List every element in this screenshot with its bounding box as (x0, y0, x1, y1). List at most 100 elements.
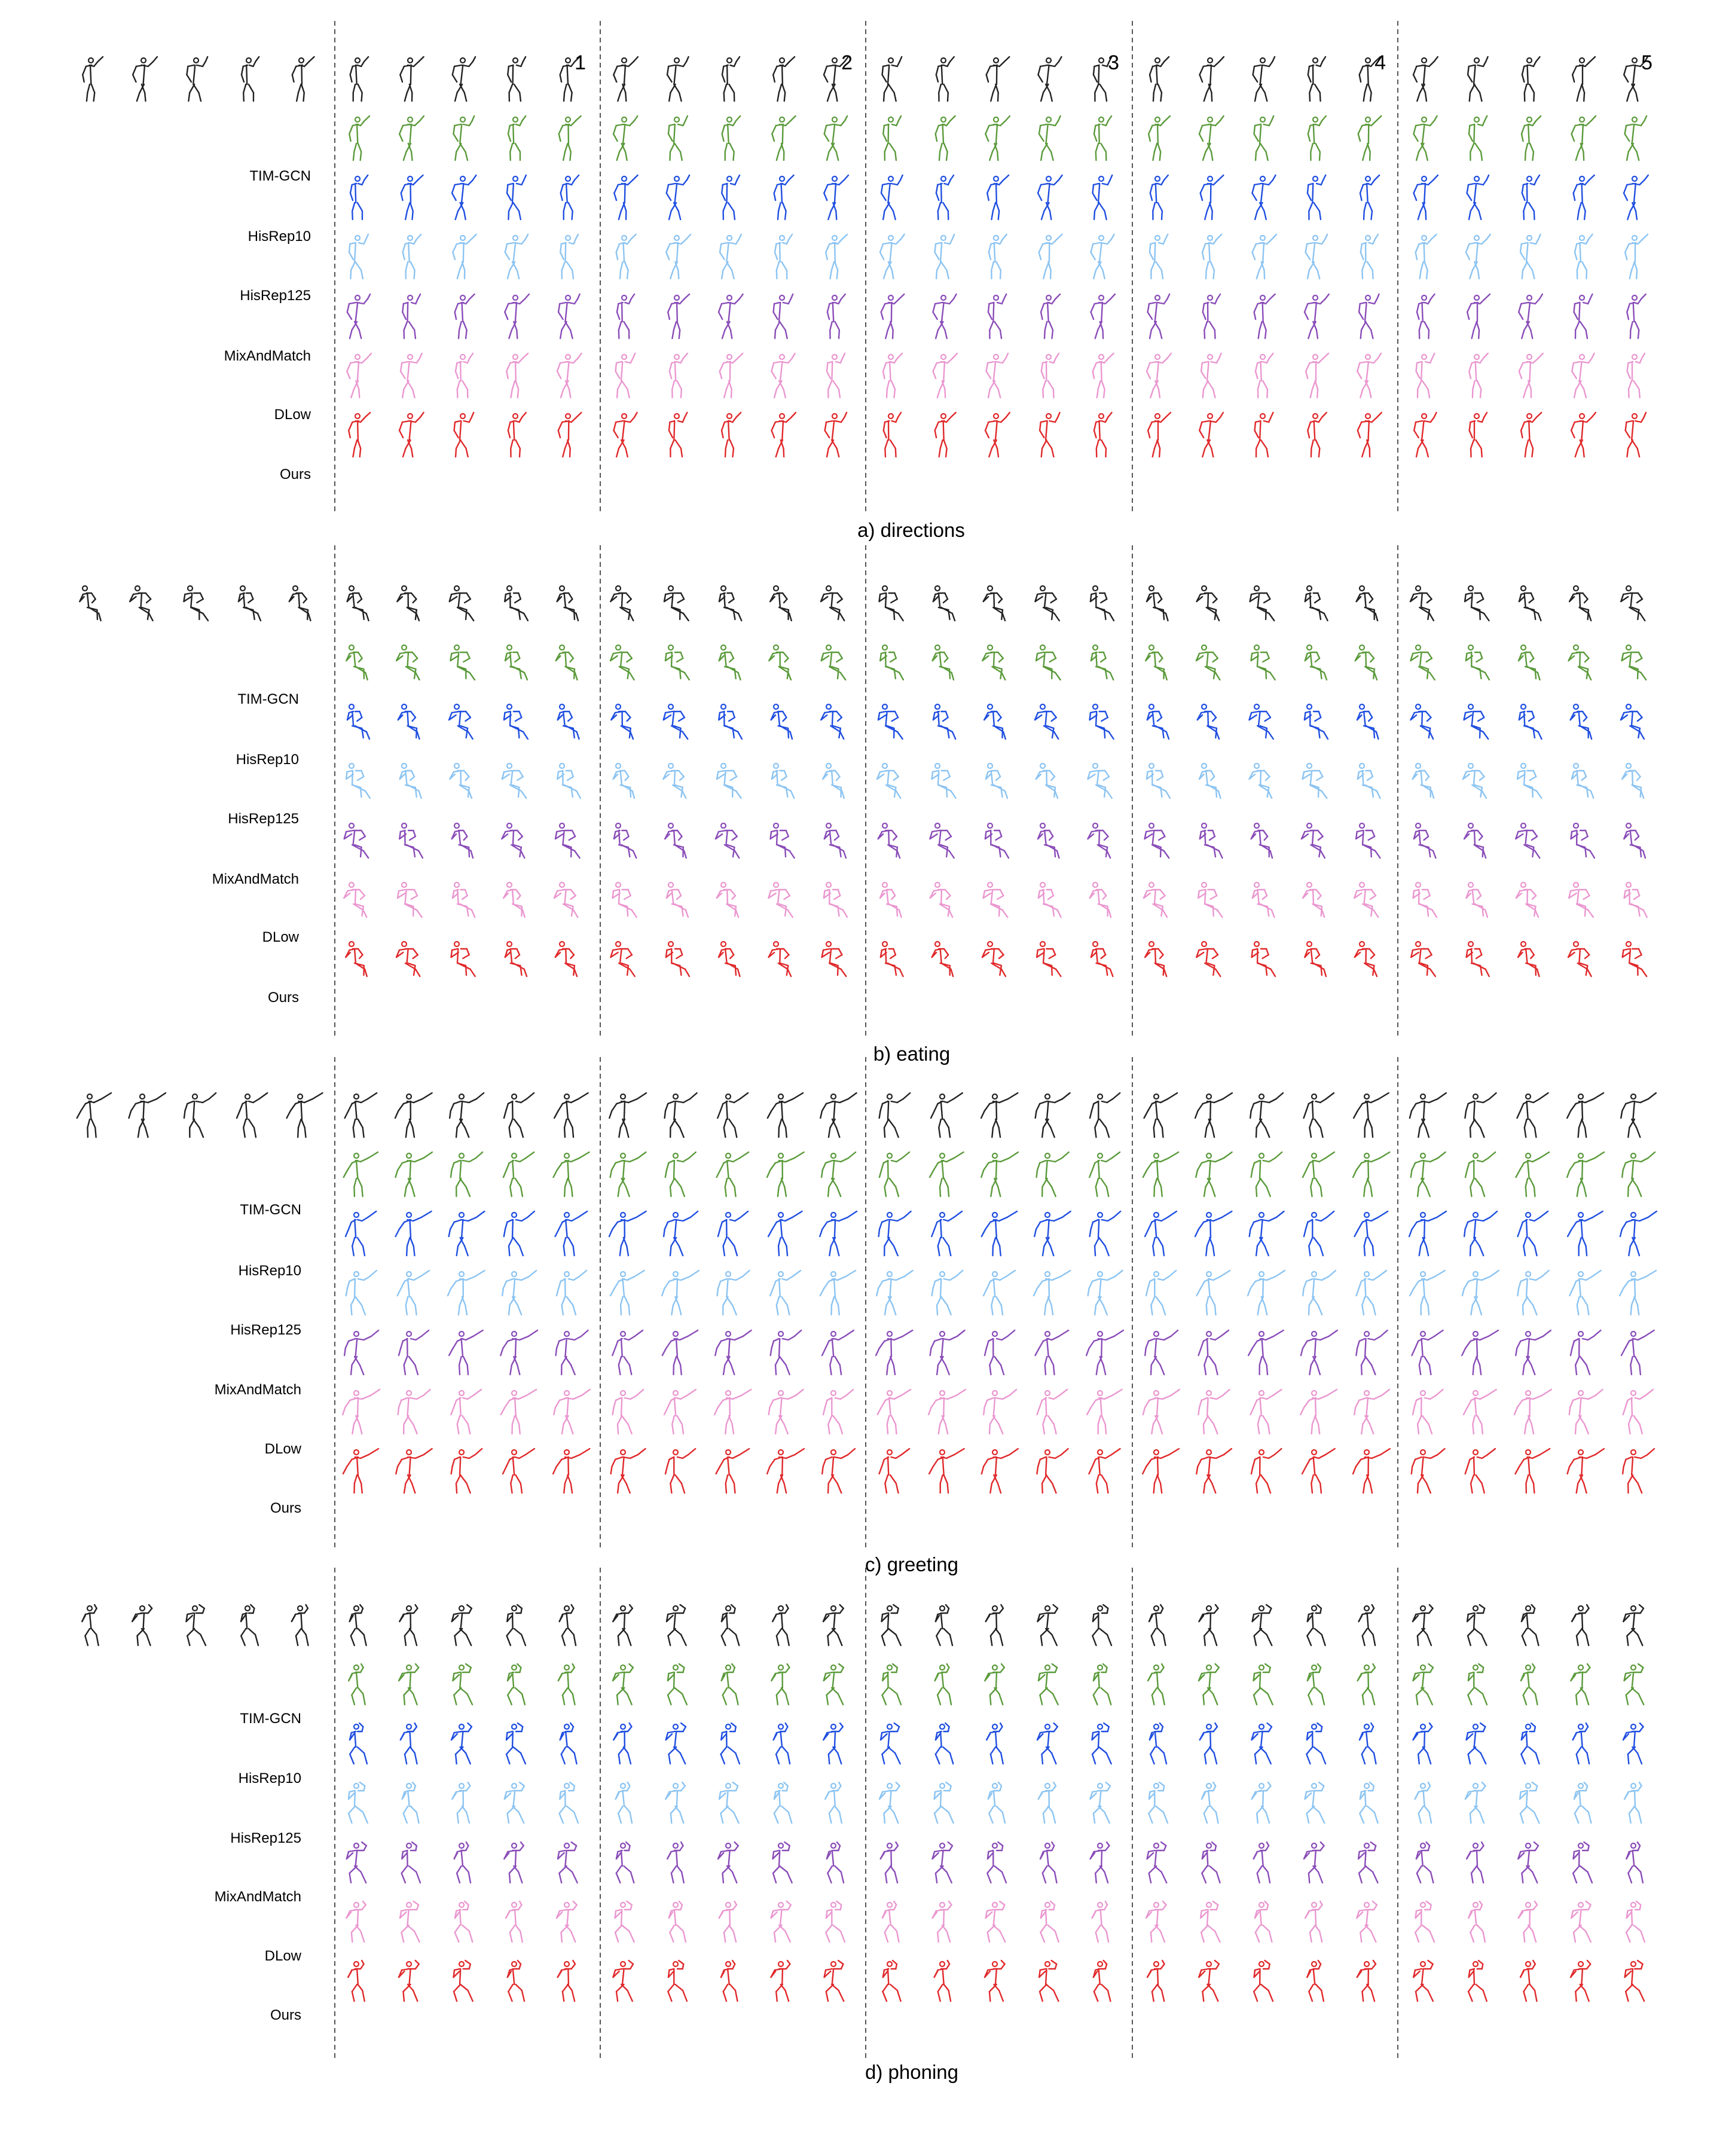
skeleton-bone (1624, 421, 1627, 432)
skeleton-bone (407, 606, 417, 611)
skeleton-bone (676, 380, 683, 390)
skeleton-bone (835, 91, 838, 102)
skeleton-head (1631, 57, 1638, 64)
skeleton-bone (792, 1092, 804, 1100)
skeleton-bone (1421, 64, 1430, 68)
skeleton-bone (454, 151, 457, 161)
predicted-pose (1304, 644, 1328, 681)
skeleton-bone (507, 65, 510, 76)
skeleton-bone (1529, 83, 1535, 94)
skeleton-bone (1591, 352, 1595, 359)
skeleton-bone (1046, 725, 1055, 729)
skeleton-bone (1586, 416, 1593, 423)
sample-pose (1568, 585, 1592, 622)
skeleton-head (934, 940, 941, 948)
skeleton-bone (357, 651, 363, 659)
skeleton-bone (1413, 192, 1418, 201)
skeleton-bone (616, 388, 619, 399)
skeleton-bone (1315, 142, 1321, 153)
skeleton-bone (1467, 65, 1470, 76)
skeleton-bone (193, 1118, 200, 1129)
skeleton-bone (1537, 612, 1542, 622)
skeleton-head (667, 762, 674, 769)
skeleton-bone (406, 380, 414, 390)
skeleton-bone (1583, 388, 1587, 399)
skeleton-bone (351, 844, 364, 852)
skeleton-bone (1147, 1103, 1153, 1112)
skeleton-bone (676, 829, 683, 838)
skeleton-bone (1366, 261, 1374, 271)
skeleton-bone (1640, 790, 1645, 799)
skeleton-head (407, 57, 414, 64)
skeleton-bone (351, 182, 358, 186)
skeleton-bone (402, 243, 406, 254)
skeleton-head (1364, 57, 1371, 64)
skeleton-bone (1050, 447, 1055, 458)
skeleton-bone (787, 298, 792, 305)
skeleton-bone (887, 64, 890, 85)
skeleton-head (354, 175, 361, 182)
predicted-pose (664, 644, 691, 681)
skeleton-bone (674, 784, 684, 789)
skeleton-bone (565, 903, 574, 908)
predicted-pose (877, 703, 903, 740)
skeleton-bone (346, 596, 353, 603)
skeleton-bone (1090, 311, 1095, 320)
sample-pose (935, 56, 955, 102)
skeleton-bone (1432, 850, 1437, 859)
skeleton-bone (1518, 596, 1525, 603)
skeleton-bone (1098, 903, 1110, 911)
skeleton-bone (415, 727, 418, 739)
skeleton-bone (781, 592, 788, 600)
skeleton-bone (140, 1100, 149, 1104)
skeleton-bone (840, 416, 845, 423)
skeleton-bone (1152, 201, 1156, 212)
skeleton-bone (1315, 439, 1321, 450)
skeleton-bone (833, 894, 841, 900)
skeleton-bone (356, 1100, 362, 1104)
skeleton-head (558, 644, 566, 651)
skeleton-bone (829, 651, 833, 668)
skeleton-bone (888, 784, 897, 789)
skeleton-bone (932, 362, 938, 372)
skeleton-head (1092, 644, 1099, 651)
skeleton-bone (1473, 829, 1476, 846)
skeleton-bone (1157, 142, 1162, 153)
skeleton-bone (202, 612, 209, 622)
skeleton-bone (514, 716, 523, 722)
skeleton-bone (944, 954, 949, 960)
skeleton-bone (414, 120, 421, 127)
skeleton-bone (1365, 606, 1376, 615)
skeleton-bone (734, 850, 740, 859)
skeleton-bone (450, 951, 459, 958)
skeleton-bone (1472, 380, 1476, 390)
skeleton-bone (1047, 261, 1052, 271)
skeleton-bone (397, 714, 404, 721)
skeleton-head (1625, 585, 1632, 592)
skeleton-bone (1252, 65, 1256, 76)
skeleton-bone (734, 1126, 738, 1138)
skeleton-bone (989, 151, 994, 161)
skeleton-bone (501, 773, 511, 780)
skeleton-head (940, 116, 947, 123)
skeleton-bone (463, 769, 470, 778)
skeleton-bone (1433, 411, 1437, 419)
skeleton-bone (76, 1110, 82, 1119)
skeleton-bone (790, 411, 797, 419)
skeleton-bone (1215, 968, 1221, 978)
skeleton-bone (129, 596, 137, 603)
skeleton-bone (139, 83, 145, 94)
skeleton-bone (454, 123, 462, 127)
skeleton-bone (1571, 124, 1577, 135)
skeleton-bone (1051, 298, 1056, 305)
skeleton-bone (1633, 380, 1640, 390)
skeleton-head (726, 294, 733, 301)
skeleton-bone (838, 651, 844, 659)
skeleton-bone (566, 1100, 569, 1120)
skeleton-bone (1001, 609, 1004, 621)
skeleton-bone (1529, 651, 1535, 659)
skeleton-bone (1196, 714, 1203, 721)
skeleton-bone (729, 182, 736, 186)
skeleton-bone (878, 1110, 881, 1119)
skeleton-bone (788, 174, 795, 181)
